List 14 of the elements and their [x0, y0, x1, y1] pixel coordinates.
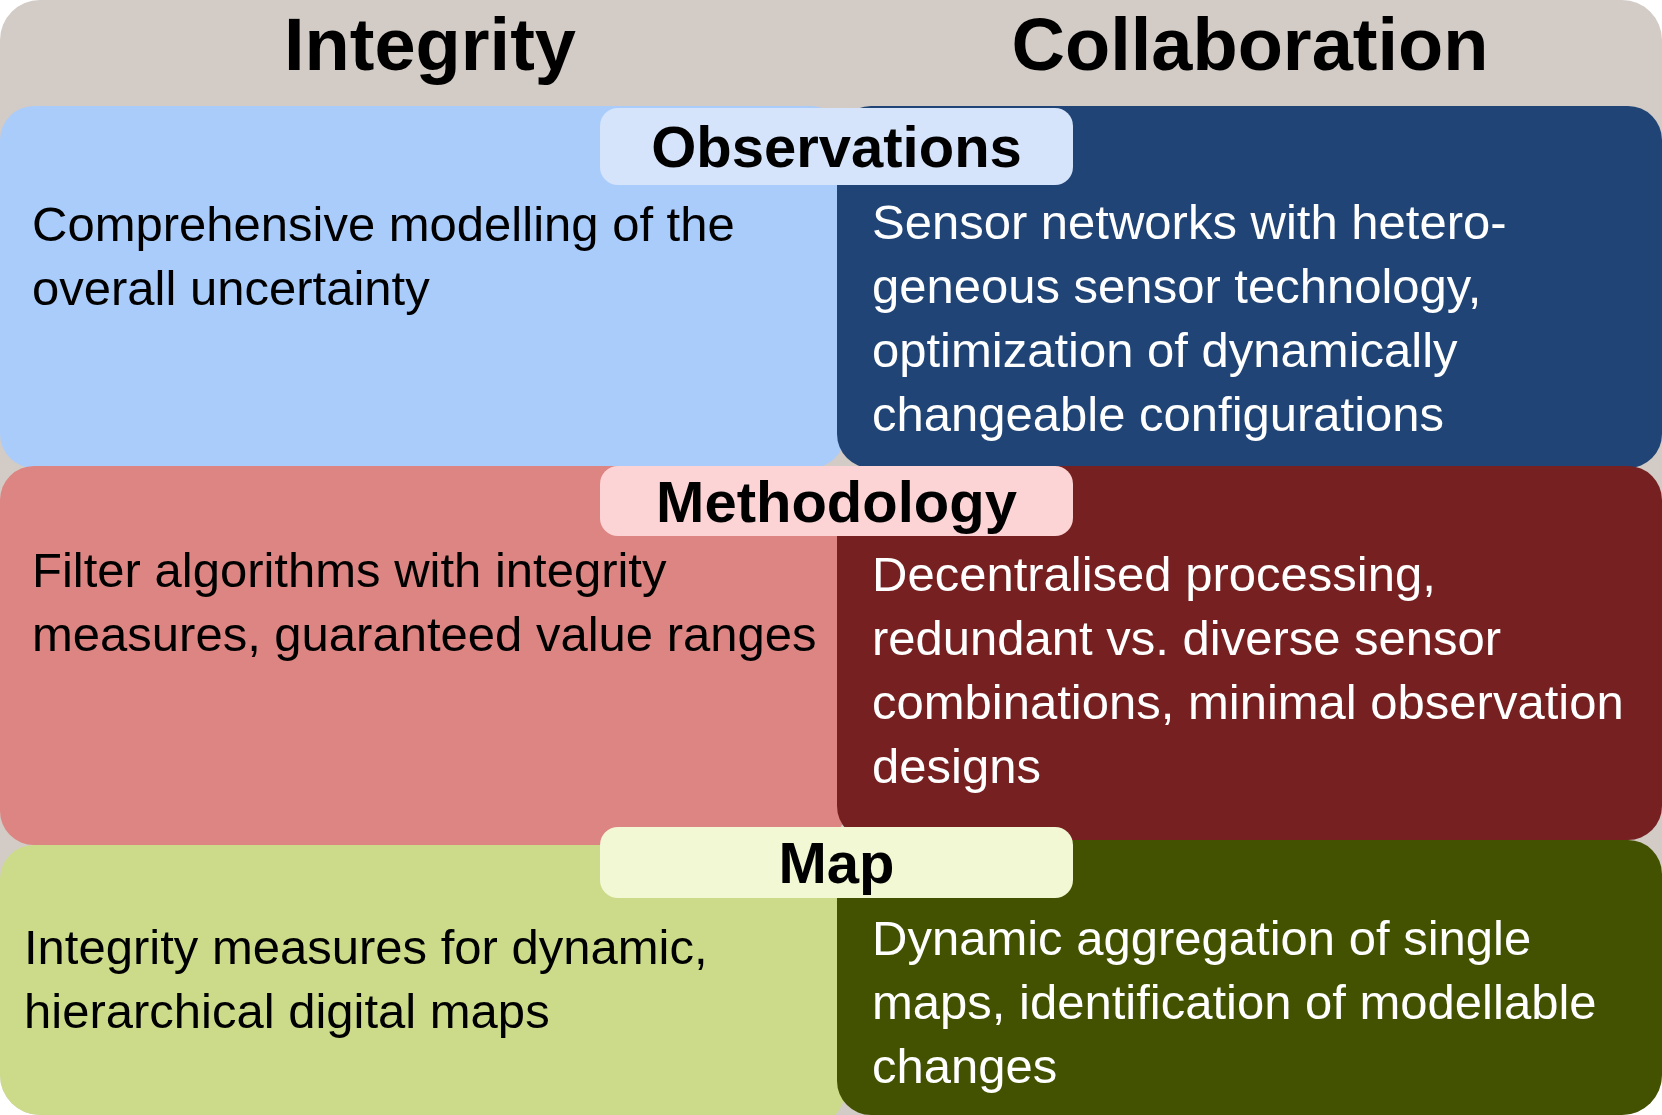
section-title: Methodology [656, 467, 1017, 535]
section-tab [600, 466, 1073, 536]
section-title: Map [778, 829, 895, 896]
section-tab [600, 108, 1073, 185]
description-text: Decentralised processing, redundant vs. diverse sensor combinations, minimal observation designs [872, 546, 1625, 795]
column-heading: Integrity [283, 2, 577, 87]
description-text: Dynamic aggregation of single maps, identification of modellable changes [872, 910, 1598, 1095]
description-text: Integrity measures for dynamic, hierarchical digital maps [24, 919, 709, 1040]
description-text: Sensor networks with hetero- geneous sensor technology, optimization of dynamically changeable configurations [872, 194, 1508, 443]
column-heading: Collaboration [1010, 2, 1490, 87]
description-text: Comprehensive modelling of the overall uncertainty [32, 196, 736, 317]
description-text: Filter algorithms with integrity measures, guaranteed value ranges [32, 542, 818, 663]
section-title: Observations [651, 113, 1022, 180]
section-tab [600, 827, 1073, 898]
